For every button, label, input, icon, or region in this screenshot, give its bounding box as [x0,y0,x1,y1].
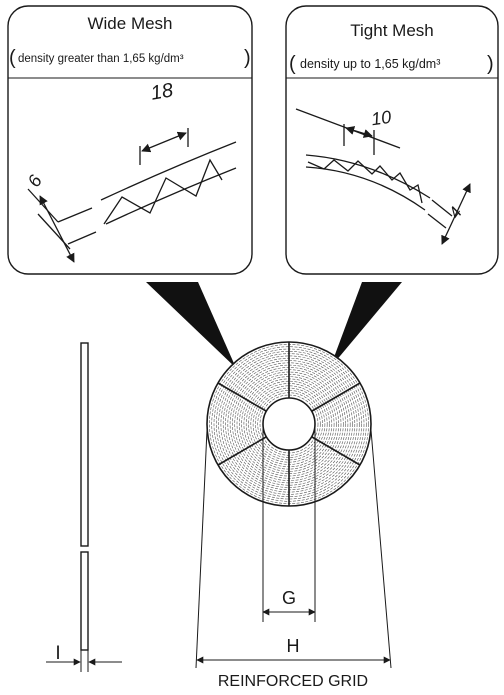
tight-mesh-strip [295,108,471,245]
wide-mesh-panel: Wide Mesh ( density greater than 1,65 kg… [7,5,253,275]
wide-mesh-pitch-value: 18 [149,79,175,105]
winding-ring [216,350,362,497]
winding-ring [255,390,323,458]
tight-mesh-title: Tight Mesh [350,21,433,40]
wide-mesh-title: Wide Mesh [87,14,172,33]
wide-note-paren-close: ) [244,47,251,69]
grid-disc [206,341,372,507]
tight-mesh-density-note: density up to 1,65 kg/dm³ [300,57,440,71]
tight-note-paren-open: ( [289,53,296,75]
tight-callout-pointer [330,282,402,368]
wide-mesh-density-note: density greater than 1,65 kg/dm³ [18,53,184,65]
disc-spokes [217,342,361,506]
tight-mesh-panel: Tight Mesh ( density up to 1,65 kg/dm³ )… [285,5,499,275]
inner-diameter-dimension [262,424,316,622]
wide-callout-pointer [146,282,236,368]
outer-diameter-dimension [195,429,392,669]
inner-diameter-label: G [282,588,296,608]
outer-diameter-label: H [287,636,300,656]
wide-mesh-strip [27,128,237,263]
tight-mesh-pitch-value: 10 [370,107,393,130]
winding-ring [241,376,337,472]
winding-ring [229,364,349,484]
center-hole [262,397,316,451]
tight-note-paren-close: ) [487,53,494,75]
wide-note-paren-open: ( [9,47,16,69]
diagram-caption: REINFORCED GRID [218,673,368,690]
thickness-label: I [55,643,60,664]
side-view [46,342,122,672]
